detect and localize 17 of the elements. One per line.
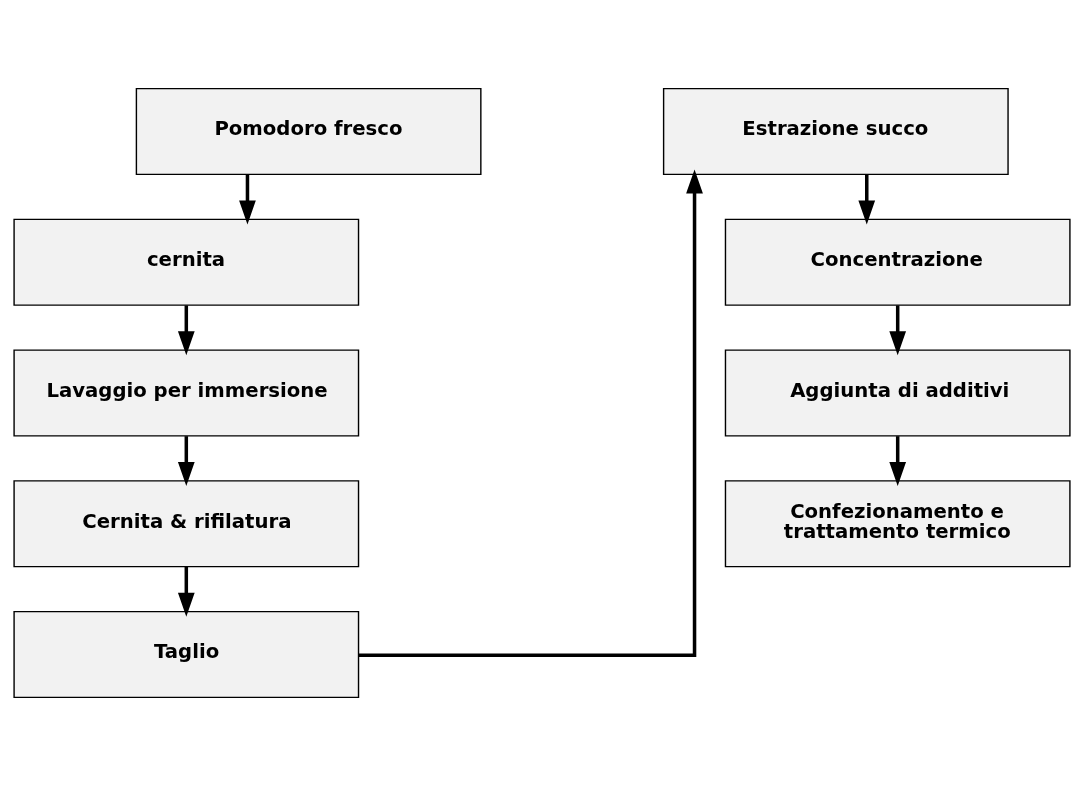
node-box: Estrazione succo xyxy=(662,87,1009,176)
arrow xyxy=(358,169,703,657)
arrow xyxy=(177,436,195,486)
node-box: Concentrazione xyxy=(724,218,1071,306)
node-box: Cernita & rifilatura xyxy=(13,480,360,568)
arrow xyxy=(177,566,195,617)
node-box: Pomodoro fresco xyxy=(135,87,482,176)
arrow xyxy=(889,436,907,486)
node-box: Lavaggio per immersione xyxy=(13,349,360,437)
arrow xyxy=(889,305,907,356)
node-box: Taglio xyxy=(13,610,360,699)
arrow xyxy=(177,305,195,356)
arrow xyxy=(858,174,876,225)
arrow xyxy=(239,174,256,225)
node-box: Aggiunta di additivi xyxy=(724,349,1071,437)
node-box: Confezionamento e trattamento termico xyxy=(724,480,1071,568)
node-box: cernita xyxy=(13,218,360,306)
